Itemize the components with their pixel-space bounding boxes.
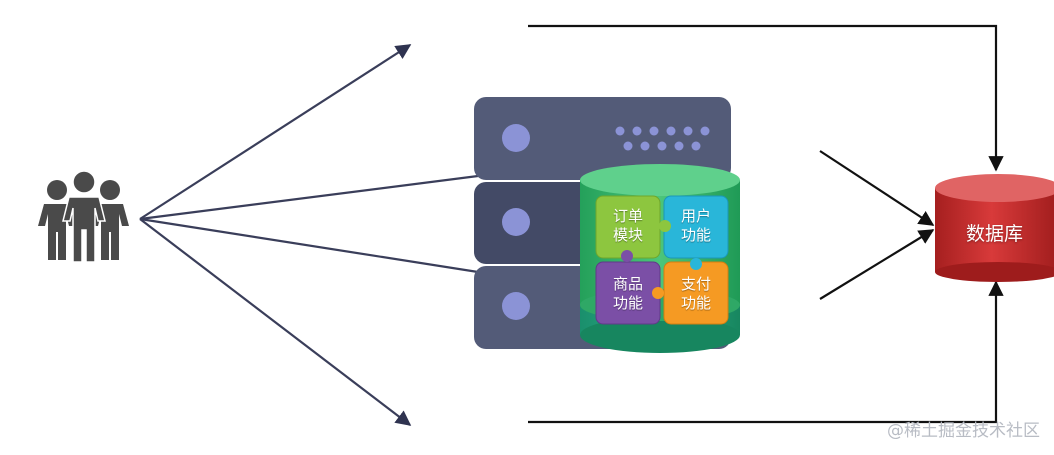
arrow-user-to-server-1	[139, 174, 479, 221]
arrow-user-to-server-2	[139, 217, 479, 274]
user-request-arrows	[139, 44, 479, 426]
database-label: 数据库	[965, 223, 1023, 245]
users-group-icon	[38, 170, 129, 263]
arrow-server-upper-to-db	[819, 150, 935, 226]
arrow-top-to-db	[528, 24, 1004, 172]
arrow-server-lower-to-db	[819, 229, 935, 300]
module-user-label: 用户功能	[680, 207, 711, 244]
module-payment-label: 支付功能	[680, 275, 711, 312]
arrow-user-to-bottom	[139, 218, 412, 426]
module-puzzle	[595, 195, 729, 325]
arrow-user-to-top	[139, 44, 412, 220]
module-product-label: 商品功能	[612, 275, 643, 312]
watermark: @稀土掘金技术社区	[887, 421, 1040, 441]
module-order-label: 订单模块	[612, 207, 643, 244]
server-unit-top	[474, 97, 731, 180]
db-arrows	[528, 24, 1004, 424]
database-cylinder-icon	[935, 174, 1054, 282]
arrow-bottom-to-db	[528, 280, 1004, 424]
